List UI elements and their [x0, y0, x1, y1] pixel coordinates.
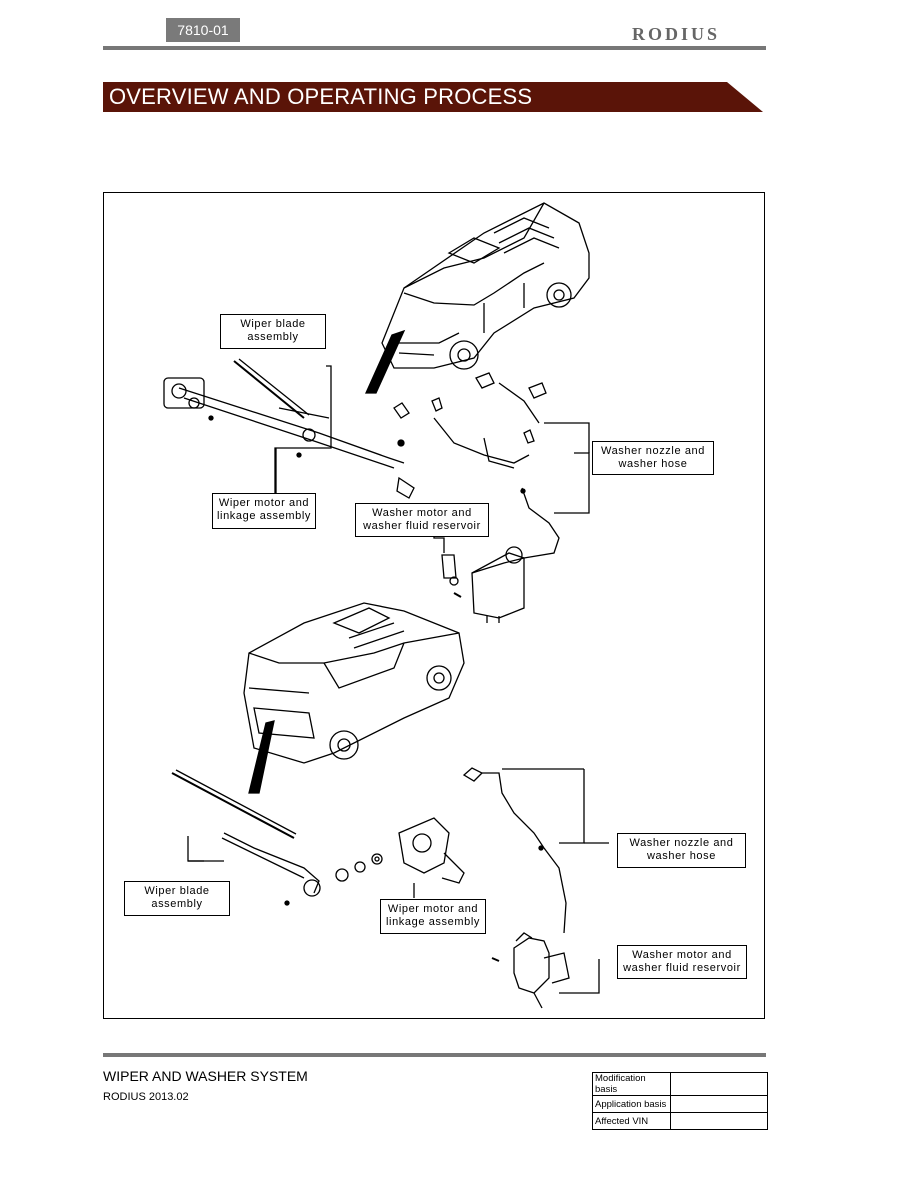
table-value [670, 1095, 768, 1113]
callout-front-wiper-blade: Wiper blade assembly [220, 314, 326, 349]
exploded-diagram: Wiper blade assembly Wiper motor and lin… [103, 192, 765, 1019]
callout-front-washer-nozzle: Washer nozzle and washer hose [592, 441, 714, 475]
footer-subtitle: RODIUS 2013.02 [103, 1091, 189, 1103]
section-title: OVERVIEW AND OPERATING PROCESS [109, 84, 533, 109]
title-banner-shape [103, 82, 763, 112]
section-title-bar: OVERVIEW AND OPERATING PROCESS [103, 82, 763, 112]
table-value [670, 1072, 768, 1096]
footer-rule [103, 1053, 766, 1057]
callout-rear-washer-nozzle: Washer nozzle and washer hose [617, 833, 746, 868]
callout-rear-washer-motor: Washer motor and washer fluid reservoir [617, 945, 747, 979]
table-label: Modification basis [592, 1072, 671, 1096]
page-code-tab: 7810-01 [166, 18, 240, 42]
callout-rear-wiper-motor: Wiper motor and linkage assembly [380, 899, 486, 934]
front-vehicle-icon [381, 202, 590, 370]
table-label: Affected VIN [592, 1112, 671, 1130]
table-value [670, 1112, 768, 1130]
table-label: Application basis [592, 1095, 671, 1113]
brand-logo: RODIUS [632, 24, 721, 44]
callout-front-wiper-motor: Wiper motor and linkage assembly [212, 493, 316, 529]
footer-title: WIPER AND WASHER SYSTEM [103, 1068, 308, 1084]
diagram-drawing [163, 202, 609, 1009]
callout-front-washer-motor: Washer motor and washer fluid reservoir [355, 503, 489, 537]
table-row: Modification basis [592, 1072, 768, 1096]
callout-rear-wiper-blade: Wiper blade assembly [124, 881, 230, 916]
header-rule [103, 46, 766, 50]
table-row: Affected VIN [592, 1112, 768, 1130]
rear-vehicle-icon [243, 602, 465, 764]
table-row: Application basis [592, 1095, 768, 1113]
revision-info-table: Modification basis Application basis Aff… [592, 1072, 768, 1130]
